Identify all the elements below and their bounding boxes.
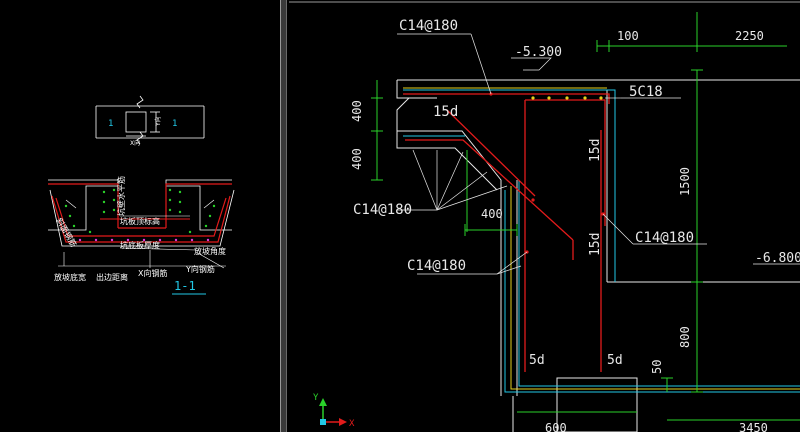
section-mark-right: 1 <box>172 119 177 129</box>
label-dim-50: 50 <box>650 360 664 374</box>
label-elev-right: -6.800 <box>755 251 800 266</box>
plan-view <box>95 95 205 145</box>
left-preview-panel[interactable]: 1 1 Y向 X向 <box>0 0 280 432</box>
yellow-edge <box>403 87 800 390</box>
label-anchor-15d-a: 15d <box>433 104 458 120</box>
label-dim-800: 800 <box>678 326 692 348</box>
panel-splitter[interactable] <box>280 0 287 432</box>
label-slope-angle: 放坡角度 <box>194 246 226 256</box>
label-wall-rebar: 坑壁水平筋 <box>116 176 126 216</box>
label-anchor-15d-b: 15d <box>588 139 603 162</box>
label-rebar-5c18: 5C18 <box>629 84 663 100</box>
rebar-dots-magenta <box>78 238 210 242</box>
section-title: 1-1 <box>174 279 196 293</box>
pit-plan-box <box>125 111 147 133</box>
label-anchor-15d-c: 15d <box>588 233 603 256</box>
rebar-detail-drawing: C14@180 -5.300 100 2250 5C18 400 400 15d… <box>289 1 800 432</box>
label-rebar-right: C14@180 <box>635 230 694 246</box>
label-dim-1500: 1500 <box>678 167 692 196</box>
section-profile <box>48 179 235 247</box>
label-dim-400-a: 400 <box>350 100 364 122</box>
concrete-outline <box>396 79 800 432</box>
leader-lines <box>397 33 800 275</box>
label-rebar-left: C14@180 <box>353 202 412 218</box>
label-pit-bottom-thk: 坑底板厚度 <box>120 240 160 250</box>
dimension-lines <box>371 12 800 421</box>
rebar-5c18-dots <box>531 96 603 100</box>
leader-lines <box>58 215 226 269</box>
cad-drawing-canvas[interactable]: C14@180 -5.300 100 2250 5C18 400 400 15d… <box>287 0 800 432</box>
label-dim-3450: 3450 <box>739 421 768 432</box>
ucs-axis-icon: Y X <box>313 393 355 429</box>
label-pit-top-elev: 坑板顶标高 <box>120 216 160 226</box>
label-rebar-top: C14@180 <box>399 18 458 34</box>
label-elev-top: -5.300 <box>515 45 562 60</box>
label-dim-600: 600 <box>545 421 567 432</box>
rebar-section-dots <box>489 92 605 254</box>
label-rebar-mid: C14@180 <box>407 258 466 274</box>
rebar-red <box>403 93 610 372</box>
label-y-rebar: Y向钢筋 <box>185 264 215 274</box>
label-dim-2250: 2250 <box>735 29 764 43</box>
section-mark-left: 1 <box>108 119 113 129</box>
label-anchor-5d-b: 5d <box>607 353 623 368</box>
axis-x-label: X <box>349 419 355 429</box>
label-anchor-5d-a: 5d <box>529 353 545 368</box>
dim-y-label: Y向 <box>154 116 162 127</box>
label-x-rebar: X向钢筋 <box>138 268 167 278</box>
axis-y-label: Y <box>313 393 319 403</box>
label-slope-bottom-width: 放坡底宽 <box>54 272 86 282</box>
section-preview-drawing: 1 1 Y向 X向 <box>48 95 235 295</box>
label-slope-rebar: 斜面钢筋 <box>54 216 79 249</box>
label-dim-400-c: 400 <box>481 207 503 221</box>
label-dim-100: 100 <box>617 29 639 43</box>
dim-x-label: X向 <box>130 139 140 147</box>
rebar-dots-green <box>64 188 216 234</box>
label-dim-400-b: 400 <box>350 148 364 170</box>
label-edge-distance: 出边距离 <box>96 272 128 282</box>
